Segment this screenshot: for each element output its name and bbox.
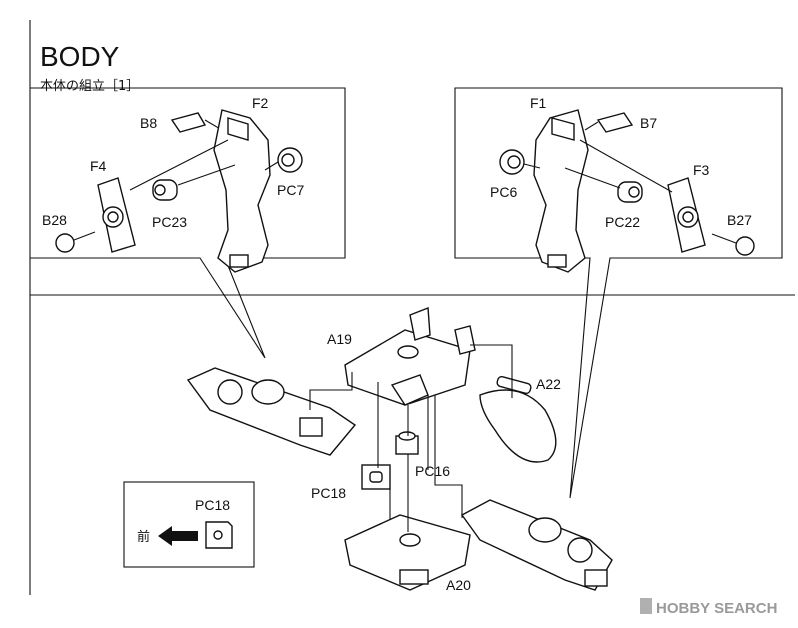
part-pc16 — [395, 431, 419, 455]
part-pc23 — [152, 179, 178, 201]
part-b27 — [711, 233, 755, 256]
label-a19: A19 — [327, 331, 352, 347]
label-b28: B28 — [42, 212, 67, 228]
watermark: HOBBY SEARCH — [640, 598, 777, 617]
label-b8: B8 — [140, 115, 157, 131]
label-pc6: PC6 — [490, 184, 517, 200]
label-pc16: PC16 — [415, 463, 450, 479]
label-a20: A20 — [446, 577, 471, 593]
part-f3 — [667, 177, 706, 253]
part-a19 — [344, 307, 476, 406]
label-f1: F1 — [530, 95, 547, 111]
label-pc18: PC18 — [311, 485, 346, 501]
pc18-symbol-hole — [213, 530, 223, 540]
part-b8 — [170, 112, 223, 133]
page-subtitle: 本体の組立［1］ — [40, 79, 139, 94]
watermark-text: HOBBY SEARCH — [656, 600, 777, 617]
part-f1 — [533, 109, 589, 273]
part-a20 — [344, 514, 471, 591]
label-b7: B7 — [640, 115, 657, 131]
watermark-logo-icon — [640, 598, 652, 614]
legend-box: PC18 前 — [123, 481, 255, 568]
part-f2 — [213, 109, 271, 273]
left-inset-parts — [55, 109, 303, 273]
label-pc7: PC7 — [277, 182, 304, 198]
part-b7 — [584, 112, 634, 133]
page-title: BODY — [40, 41, 120, 72]
frame-lines — [29, 20, 795, 595]
label-f3: F3 — [693, 162, 710, 178]
part-a22 — [479, 375, 557, 463]
part-f4 — [97, 177, 136, 253]
legend-part-label: PC18 — [195, 497, 230, 513]
part-b28 — [55, 231, 96, 253]
part-pc18 — [361, 464, 391, 490]
right-inset-parts — [499, 109, 755, 273]
label-f4: F4 — [90, 158, 107, 174]
label-pc22: PC22 — [605, 214, 640, 230]
legend-front-label: 前 — [137, 529, 150, 545]
label-b27: B27 — [727, 212, 752, 228]
main-assembly — [186, 307, 613, 591]
front-arrow-icon — [158, 526, 198, 546]
label-f2: F2 — [252, 95, 269, 111]
part-pc6 — [499, 149, 525, 175]
right-inset-frame — [454, 87, 783, 499]
right-bogie — [460, 499, 613, 591]
label-pc23: PC23 — [152, 214, 187, 230]
label-a22: A22 — [536, 376, 561, 392]
part-pc22 — [617, 181, 643, 203]
left-bogie — [186, 367, 357, 456]
part-pc7 — [277, 147, 303, 173]
